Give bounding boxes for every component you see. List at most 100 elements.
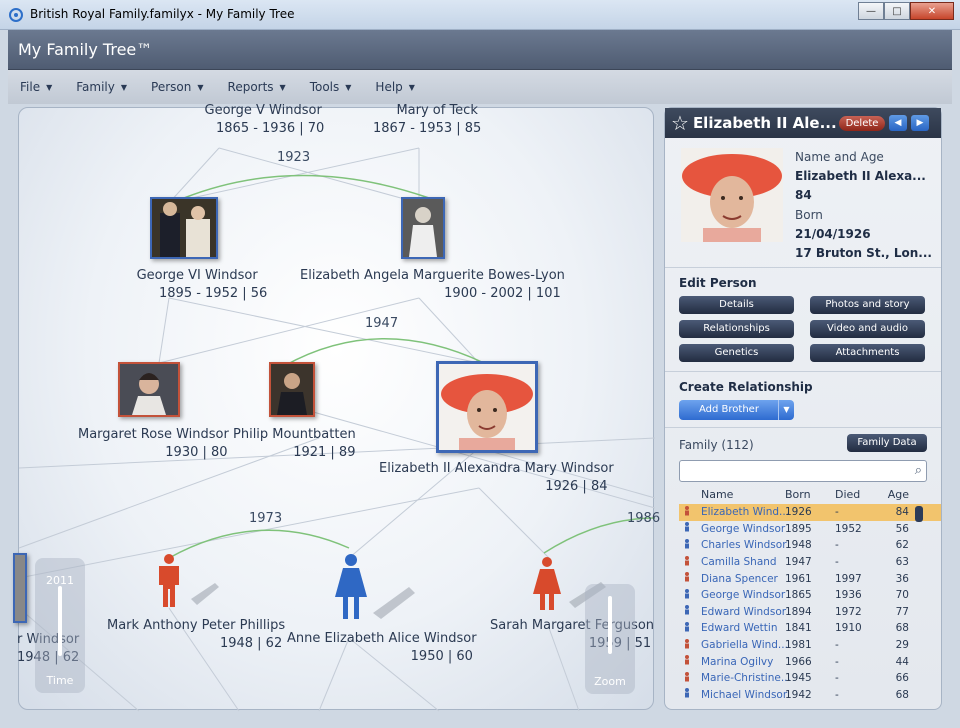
attachments-button[interactable]: Attachments xyxy=(810,344,925,362)
time-slider[interactable]: 2011 Time xyxy=(35,558,85,693)
table-row[interactable]: Gabriella Wind...1981-29 xyxy=(679,637,941,654)
person-dates: 1900 - 2002 | 101 xyxy=(444,286,561,301)
panel-person-name: Elizabeth II Ale... xyxy=(692,114,837,132)
genetics-button[interactable]: Genetics xyxy=(679,344,794,362)
row-born: 1942 xyxy=(785,688,812,701)
zoom-slider-track[interactable] xyxy=(608,596,612,654)
male-silhouette-icon[interactable] xyxy=(151,553,221,609)
female-person-icon xyxy=(679,505,695,519)
relationships-button[interactable]: Relationships xyxy=(679,320,794,338)
video-audio-button[interactable]: Video and audio xyxy=(810,320,925,338)
family-table: Name Born Died Age Elizabeth Wind...1926… xyxy=(679,488,941,703)
person-name: Sarah Margaret Ferguson xyxy=(490,618,655,633)
female-silhouette-icon[interactable] xyxy=(529,556,609,612)
column-age[interactable]: Age xyxy=(887,488,909,501)
panel-header: ☆ Elizabeth II Ale... Delete ◀ ▶ xyxy=(665,108,941,138)
row-died: - xyxy=(835,672,839,685)
menu-reports[interactable]: Reports▼ xyxy=(228,80,286,94)
marriage-year: 1973 xyxy=(249,511,283,526)
close-button[interactable]: ✕ xyxy=(910,2,954,20)
photo-partial-left[interactable] xyxy=(13,553,27,623)
person-margaret[interactable]: Margaret Rose Windsor 1930 | 80 xyxy=(78,426,229,462)
time-slider-value: 2011 xyxy=(46,574,74,587)
person-name: Elizabeth Angela Marguerite Bowes-Lyon xyxy=(300,268,565,283)
tree-connector-lines xyxy=(18,147,656,712)
person-mary-of-teck[interactable]: Mary of Teck 1867 - 1953 | 85 xyxy=(373,102,481,138)
male-person-icon xyxy=(679,522,695,535)
person-george-vi[interactable]: George VI Windsor 1895 - 1952 | 56 xyxy=(127,267,268,303)
menu-reports-label: Reports xyxy=(227,80,274,94)
photo-george-vi[interactable] xyxy=(150,197,218,259)
row-name: George Windsor xyxy=(701,589,786,602)
photos-story-button[interactable]: Photos and story xyxy=(810,296,925,314)
menu-family[interactable]: Family ▼ xyxy=(76,80,127,94)
chevron-down-icon[interactable]: ▼ xyxy=(778,400,794,420)
person-elizabeth-bowes-lyon[interactable]: Elizabeth Angela Marguerite Bowes-Lyon 1… xyxy=(300,267,565,303)
photo-philip[interactable] xyxy=(269,362,315,417)
row-age: 63 xyxy=(895,556,909,569)
person-elizabeth-ii[interactable]: Elizabeth II Alexandra Mary Windsor 1926… xyxy=(379,460,614,496)
row-name: Marina Ogilvy xyxy=(701,655,774,668)
column-name[interactable]: Name xyxy=(701,488,734,501)
row-born: 1966 xyxy=(785,655,812,668)
window-title: British Royal Family.familyx - My Family… xyxy=(30,7,295,21)
menu-tools[interactable]: Tools▼ xyxy=(310,80,352,94)
photo-margaret[interactable] xyxy=(118,362,180,417)
chevron-down-icon: ▼ xyxy=(120,82,128,92)
delete-button[interactable]: Delete xyxy=(839,116,885,131)
row-died: - xyxy=(835,556,839,569)
menu-file[interactable]: File▼ xyxy=(20,80,52,94)
person-mark-phillips[interactable]: Mark Anthony Peter Phillips 1948 | 62 xyxy=(107,617,285,653)
menu-family-label: Family xyxy=(76,80,115,94)
previous-person-button[interactable]: ◀ xyxy=(889,115,907,131)
person-dates: 1867 - 1953 | 85 xyxy=(373,121,482,136)
person-details-panel: ☆ Elizabeth II Ale... Delete ◀ ▶ Name an… xyxy=(664,107,942,710)
add-brother-label: Add Brother xyxy=(699,404,759,415)
family-table-header: Name Born Died Age xyxy=(679,488,941,504)
table-row[interactable]: Marie-Christine...1945-66 xyxy=(679,670,941,687)
time-slider-track[interactable] xyxy=(58,586,62,656)
photo-elizabeth-bowes-lyon[interactable] xyxy=(401,197,445,259)
column-born[interactable]: Born xyxy=(785,488,811,501)
family-search-input[interactable]: ⌕ xyxy=(679,460,927,482)
photo-elizabeth-ii[interactable] xyxy=(436,361,538,453)
menu-person[interactable]: Person▼ xyxy=(151,80,203,94)
person-philip[interactable]: Philip Mountbatten 1921 | 89 xyxy=(233,426,356,462)
person-sarah-ferguson[interactable]: Sarah Margaret Ferguson 1959 | 51 xyxy=(490,617,654,653)
person-dates: 1865 - 1936 | 70 xyxy=(216,121,325,136)
female-silhouette-icon[interactable] xyxy=(329,553,419,623)
chevron-down-icon: ▼ xyxy=(197,82,204,92)
row-born: 1948 xyxy=(785,539,812,552)
column-died[interactable]: Died xyxy=(835,488,861,501)
family-tree-canvas[interactable]: George V Windsor 1865 - 1936 | 70 Mary o… xyxy=(13,103,660,712)
family-data-button[interactable]: Family Data xyxy=(847,434,927,452)
row-died: - xyxy=(835,539,839,552)
person-anne[interactable]: Anne Elizabeth Alice Windsor 1950 | 60 xyxy=(287,630,477,666)
table-row[interactable]: Elizabeth Wind...1926-84 xyxy=(679,504,941,521)
person-george-v[interactable]: George V Windsor 1865 - 1936 | 70 xyxy=(202,102,325,138)
person-portrait[interactable] xyxy=(681,148,783,242)
star-icon[interactable]: ☆ xyxy=(671,111,689,135)
person-partial-left[interactable]: r Windsor 1948 | 62 xyxy=(17,631,79,667)
search-icon[interactable]: ⌕ xyxy=(914,463,922,478)
scrollbar-thumb[interactable] xyxy=(915,506,923,522)
zoom-slider[interactable]: Zoom xyxy=(585,584,635,694)
menu-help[interactable]: Help▼ xyxy=(375,80,415,94)
add-brother-button[interactable]: Add Brother ▼ xyxy=(679,400,794,420)
details-button[interactable]: Details xyxy=(679,296,794,314)
minimize-button[interactable]: — xyxy=(858,2,884,20)
next-person-button[interactable]: ▶ xyxy=(911,115,929,131)
person-dates: 1948 | 62 xyxy=(17,650,80,665)
maximize-button[interactable]: □ xyxy=(884,2,910,20)
edit-person-buttons: Details Photos and story Relationships V… xyxy=(665,290,941,362)
